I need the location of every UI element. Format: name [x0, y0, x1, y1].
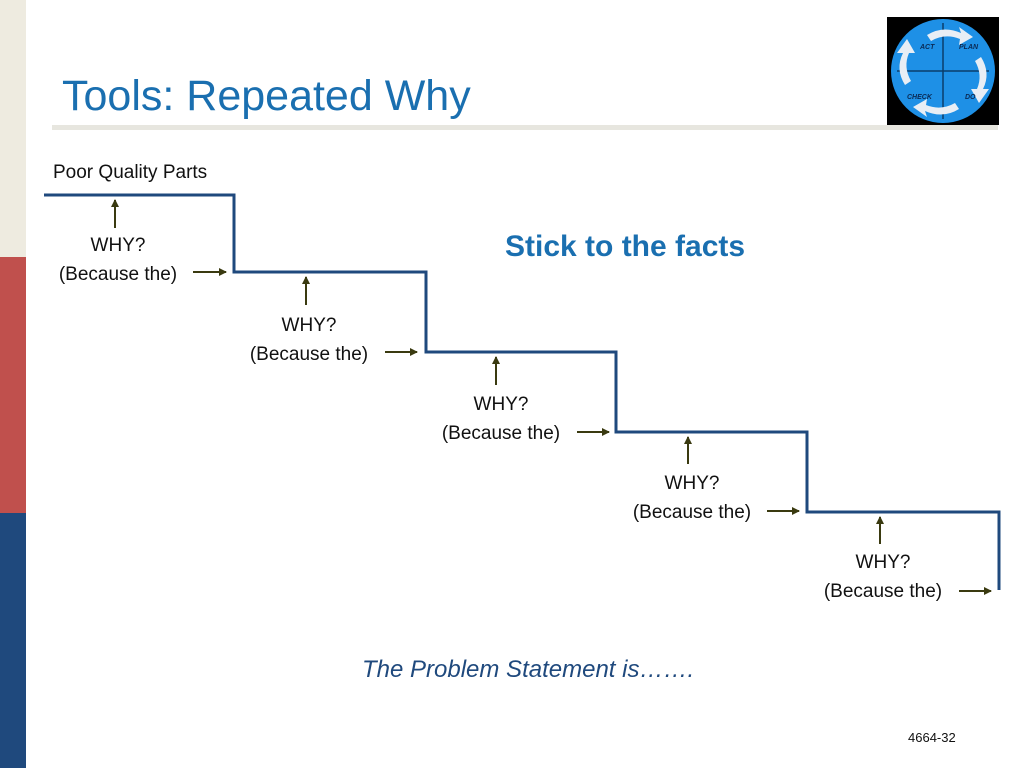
- page-number: 4664-32: [908, 730, 956, 745]
- sidebar-red-band: [0, 257, 26, 513]
- sidebar-blue-band: [0, 513, 26, 768]
- pdca-cycle-icon: ACT PLAN CHECK DO: [887, 17, 999, 125]
- logo-do-label: DO: [965, 94, 976, 101]
- sidebar-cream-band: [0, 0, 26, 257]
- why-question: WHY?: [281, 315, 337, 336]
- start-label: Poor Quality Parts: [53, 162, 208, 183]
- problem-statement: The Problem Statement is…….: [362, 656, 695, 683]
- why-step-4: WHY? (Because the): [612, 469, 772, 527]
- staircase-line: [44, 193, 1001, 590]
- because-text: (Because the): [441, 423, 561, 444]
- why-question: WHY?: [90, 235, 146, 256]
- why-question: WHY?: [664, 473, 720, 494]
- why-question: WHY?: [855, 552, 911, 573]
- title-divider: [52, 125, 998, 130]
- why-step-1: WHY? (Because the): [38, 231, 198, 289]
- why-step-3: WHY? (Because the): [421, 390, 581, 448]
- logo-plan-label: PLAN: [959, 44, 979, 51]
- why-step-5: WHY? (Because the): [803, 548, 963, 606]
- callout-text: Stick to the facts: [505, 230, 746, 263]
- slide-title: Tools: Repeated Why: [62, 72, 471, 120]
- because-text: (Because the): [823, 581, 943, 602]
- because-text: (Because the): [632, 502, 752, 523]
- why-question: WHY?: [473, 394, 529, 415]
- because-text: (Because the): [58, 264, 178, 285]
- because-text: (Because the): [249, 344, 369, 365]
- why-step-2: WHY? (Because the): [229, 311, 389, 369]
- logo-act-label: ACT: [919, 44, 935, 51]
- logo-check-label: CHECK: [907, 94, 933, 101]
